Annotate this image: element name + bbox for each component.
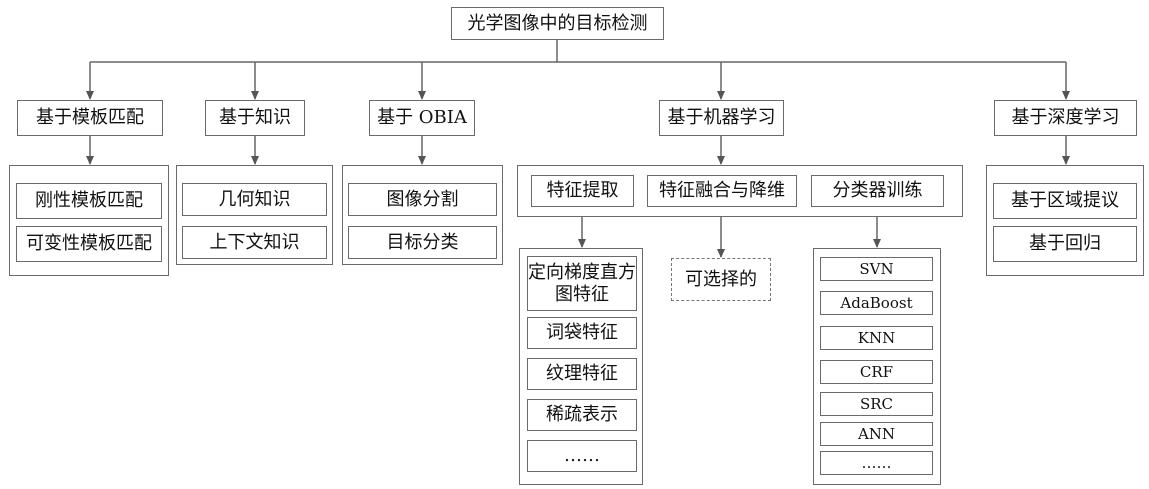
ml-step-feature-extraction: 特征提取 [531, 175, 634, 207]
obia-item-segmentation: 图像分割 [348, 183, 497, 216]
classifier-ann: ANN [820, 422, 933, 446]
ml-step-feature-fusion: 特征融合与降维 [647, 175, 797, 207]
template-item-rigid: 刚性模板匹配 [16, 183, 162, 219]
ml-feature-hog: 定向梯度直方图特征 [527, 256, 637, 311]
classifier-crf: CRF [820, 360, 933, 384]
classifier-ellipsis: …… [820, 451, 933, 475]
ml-feature-bow: 词袋特征 [527, 317, 637, 349]
dl-item-region-proposal: 基于区域提议 [993, 183, 1137, 219]
ml-feature-texture: 纹理特征 [527, 358, 637, 390]
dl-item-regression: 基于回归 [993, 226, 1137, 262]
classifier-src: SRC [820, 392, 933, 416]
obia-item-classification: 目标分类 [348, 226, 497, 259]
ml-fusion-optional-note: 可选择的 [671, 258, 771, 301]
classifier-adaboost: AdaBoost [820, 291, 933, 315]
ml-step-classifier-training: 分类器训练 [811, 175, 944, 207]
knowledge-item-context: 上下文知识 [182, 226, 327, 259]
ml-feature-sparse: 稀疏表示 [527, 399, 637, 431]
template-item-deformable: 可变性模板匹配 [16, 226, 162, 262]
ml-feature-ellipsis: …… [527, 440, 637, 472]
knowledge-item-geometric: 几何知识 [182, 183, 327, 216]
classifier-knn: KNN [820, 326, 933, 350]
category-machine-learning: 基于机器学习 [659, 100, 784, 136]
category-deep-learning: 基于深度学习 [994, 100, 1137, 136]
category-template-matching: 基于模板匹配 [17, 100, 163, 136]
category-obia: 基于 OBIA [369, 100, 475, 136]
category-knowledge: 基于知识 [205, 100, 305, 136]
classifier-svn: SVN [820, 257, 933, 281]
root-title: 光学图像中的目标检测 [451, 7, 664, 40]
